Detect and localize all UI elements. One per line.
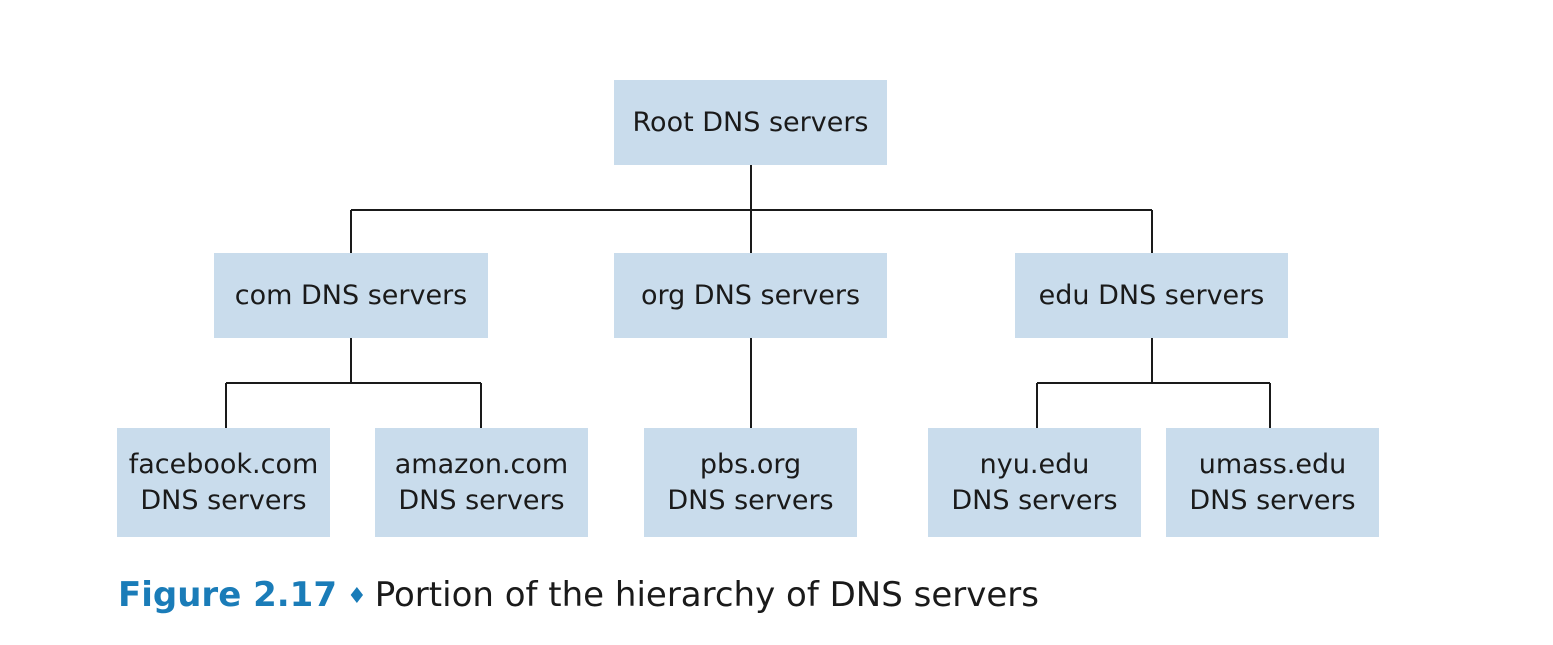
figure-caption: Figure 2.17 ♦ Portion of the hierarchy of … [118,572,1039,623]
amazon-dns-servers-line2: DNS servers [398,484,565,516]
umass-dns-servers-line2: DNS servers [1189,484,1356,516]
edu-dns-servers-box: edu DNS servers [1015,253,1288,338]
com-dns-servers-label: com DNS servers [234,279,468,311]
nyu-dns-servers-line2: DNS servers [951,484,1118,516]
facebook-dns-servers-line2: DNS servers [140,484,307,516]
nyu-dns-servers-box: nyu.edu DNS servers [928,428,1141,537]
org-dns-servers-label: org DNS servers [640,279,861,311]
umass-dns-servers-line1: umass.edu [1198,448,1347,480]
pbs-dns-servers-box: pbs.org DNS servers [644,428,857,537]
amazon-dns-servers-line1: amazon.com [394,448,569,480]
figure-number: Figure 2.17 [118,575,337,615]
facebook-dns-servers-line1: facebook.com [128,448,319,480]
nyu-dns-servers-line1: nyu.edu [979,448,1090,480]
pbs-dns-servers-line1: pbs.org [699,448,802,480]
edu-dns-servers-label: edu DNS servers [1038,279,1265,311]
root-dns-servers-label: Root DNS servers [632,106,869,138]
umass-dns-servers-box: umass.edu DNS servers [1166,428,1379,537]
root-dns-servers-box: Root DNS servers [614,80,887,165]
com-dns-servers-box: com DNS servers [214,253,488,338]
amazon-dns-servers-box: amazon.com DNS servers [375,428,588,537]
pbs-dns-servers-line2: DNS servers [667,484,834,516]
facebook-dns-servers-box: facebook.com DNS servers [117,428,330,537]
caption-separator: ♦ [346,584,367,609]
caption-text: Portion of the hierarchy of DNS servers [374,575,1039,615]
org-dns-servers-box: org DNS servers [614,253,887,338]
